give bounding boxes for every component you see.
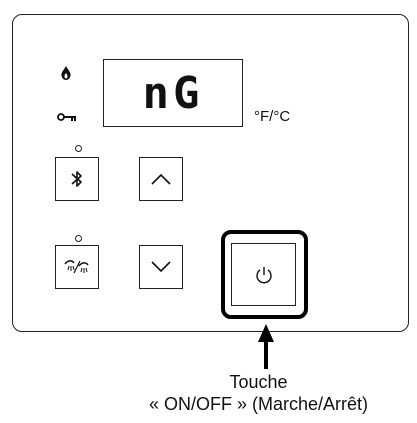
callout-line-1: Touche	[229, 372, 288, 392]
shower-icon	[64, 260, 89, 274]
power-highlight-frame	[221, 230, 308, 319]
power-icon	[255, 266, 272, 283]
bluetooth-led	[75, 145, 82, 152]
bluetooth-icon	[71, 171, 82, 187]
shower-led	[75, 235, 82, 242]
bluetooth-button[interactable]	[55, 157, 99, 201]
chevron-up-icon	[151, 173, 171, 185]
shower-button[interactable]	[55, 245, 99, 289]
callout-arrow-head	[258, 324, 274, 342]
unit-label: °F/°C	[254, 108, 291, 125]
control-panel	[12, 14, 409, 332]
key-icon	[57, 113, 76, 121]
callout-label: Touche « ON/OFF » (Marche/Arrêt)	[100, 371, 417, 415]
callout-line-2: « ON/OFF » (Marche/Arrêt)	[148, 394, 369, 414]
display-screen: nG	[103, 59, 243, 127]
flame-icon	[61, 66, 71, 80]
power-button[interactable]	[231, 243, 296, 306]
callout-arrow	[264, 341, 268, 369]
up-button[interactable]	[139, 157, 183, 201]
chevron-down-icon	[151, 261, 171, 273]
down-button[interactable]	[139, 245, 183, 289]
display-readout: nG	[142, 67, 204, 119]
